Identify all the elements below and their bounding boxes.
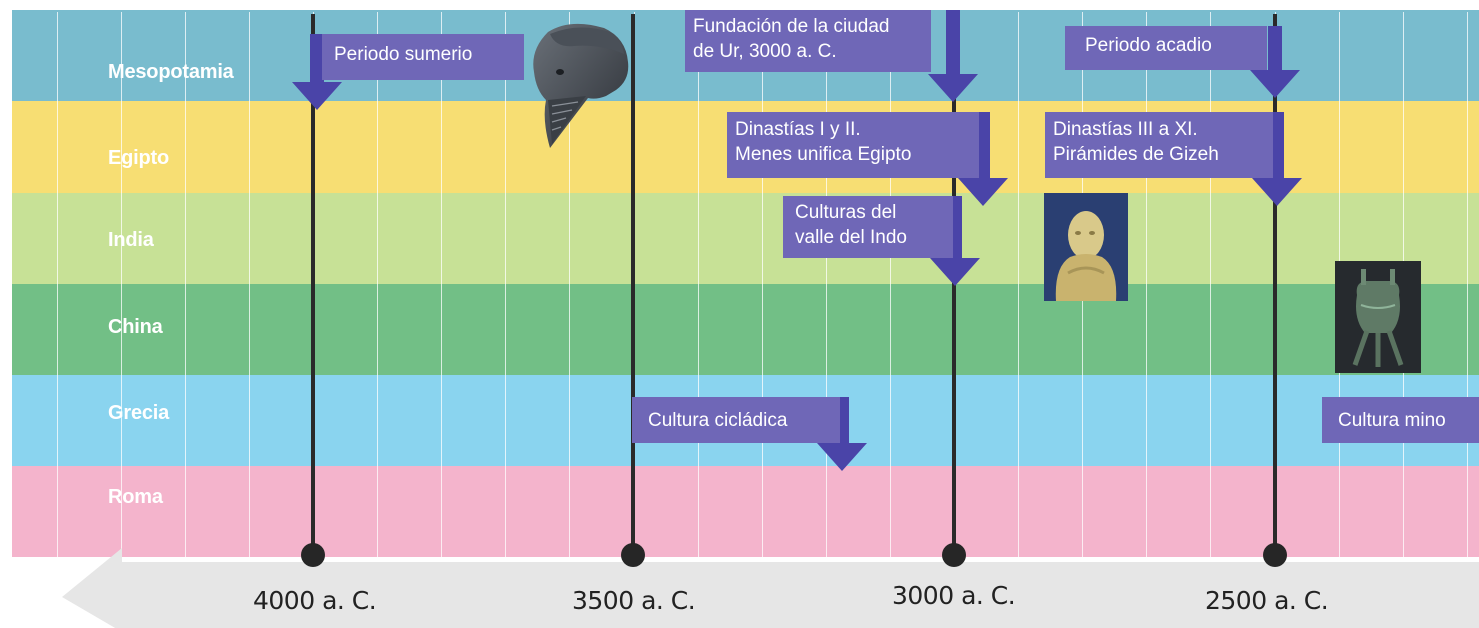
indus-figurine-icon	[1044, 193, 1128, 301]
era-marker-3500	[621, 543, 645, 567]
event-line: Fundación de la ciudad	[693, 16, 890, 37]
event-dinastias-3-11: Dinastías III a XI. Pirámides de Gizeh	[1045, 112, 1273, 178]
tick-label-4000: 4000 a. C.	[253, 586, 377, 615]
region-band-india: India	[12, 193, 1479, 284]
era-line-4000	[311, 14, 315, 554]
event-pointer-indo	[930, 196, 980, 286]
event-pointer-dinastias-1-2	[958, 112, 1008, 206]
grid-line	[505, 12, 506, 557]
grid-line	[441, 12, 442, 557]
event-pointer-ur	[928, 10, 978, 102]
event-pointer-cicladica	[817, 397, 867, 471]
era-marker-3000	[942, 543, 966, 567]
event-cultura-ciclادica: Cultura cicládica	[632, 397, 840, 443]
grid-line	[1467, 12, 1468, 557]
event-periodo-acadio: Periodo acadio	[1065, 26, 1267, 70]
grid-line	[890, 12, 891, 557]
era-line-3500	[631, 14, 635, 554]
region-label-egipto: Egipto	[108, 147, 170, 169]
event-line: Cultura mino	[1338, 410, 1446, 431]
event-valle-indo: Culturas del valle del Indo	[783, 196, 953, 258]
grid-line	[1018, 12, 1019, 557]
event-line: valle del Indo	[795, 227, 907, 248]
era-marker-2500	[1263, 543, 1287, 567]
grid-line	[698, 12, 699, 557]
event-line: Dinastías I y II.	[735, 119, 861, 140]
region-label-grecia: Grecia	[108, 402, 170, 424]
event-pointer-acadio	[1250, 26, 1300, 98]
event-line: Periodo sumerio	[334, 44, 473, 65]
event-line: Periodo acadio	[1085, 35, 1212, 56]
grid-line	[569, 12, 570, 557]
event-fundacion-ur: Fundación de la ciudad de Ur, 3000 a. C.	[685, 10, 931, 72]
sumerian-head-sculpture-icon	[533, 23, 629, 148]
event-line: Cultura cicládica	[648, 410, 788, 431]
grid-line	[1210, 12, 1211, 557]
grid-line	[185, 12, 186, 557]
region-label-india: India	[108, 229, 154, 251]
chinese-bronze-vessel-icon	[1335, 261, 1421, 373]
event-line: Pirámides de Gizeh	[1053, 144, 1219, 165]
grid-line	[762, 12, 763, 557]
event-line: Dinastías III a XI.	[1053, 119, 1198, 140]
event-line: de Ur, 3000 a. C.	[693, 41, 837, 62]
grid-line	[121, 12, 122, 557]
era-line-2500	[1273, 14, 1277, 554]
event-dinastias-1-2: Dinastías I y II. Menes unifica Egipto	[727, 112, 979, 178]
era-marker-4000	[301, 543, 325, 567]
tick-label-2500: 2500 a. C.	[1205, 586, 1329, 615]
tick-label-3000: 3000 a. C.	[892, 581, 1016, 610]
region-band-roma: Roma	[12, 466, 1479, 557]
tick-label-3500: 3500 a. C.	[572, 586, 696, 615]
region-label-mesopotamia: Mesopotamia	[108, 61, 234, 83]
grid-line	[826, 12, 827, 557]
event-cultura-minoica: Cultura mino	[1322, 397, 1479, 443]
grid-line	[377, 12, 378, 557]
grid-line	[57, 12, 58, 557]
event-line: Culturas del	[795, 202, 897, 223]
event-line: Menes unifica Egipto	[735, 144, 912, 165]
event-pointer-sumerio	[292, 34, 342, 110]
grid-line	[249, 12, 250, 557]
event-pointer-dinastias-3-11	[1252, 112, 1302, 206]
region-band-china: China	[12, 284, 1479, 375]
grid-line	[1146, 12, 1147, 557]
event-periodo-sumerio: Periodo sumerio	[322, 34, 524, 80]
